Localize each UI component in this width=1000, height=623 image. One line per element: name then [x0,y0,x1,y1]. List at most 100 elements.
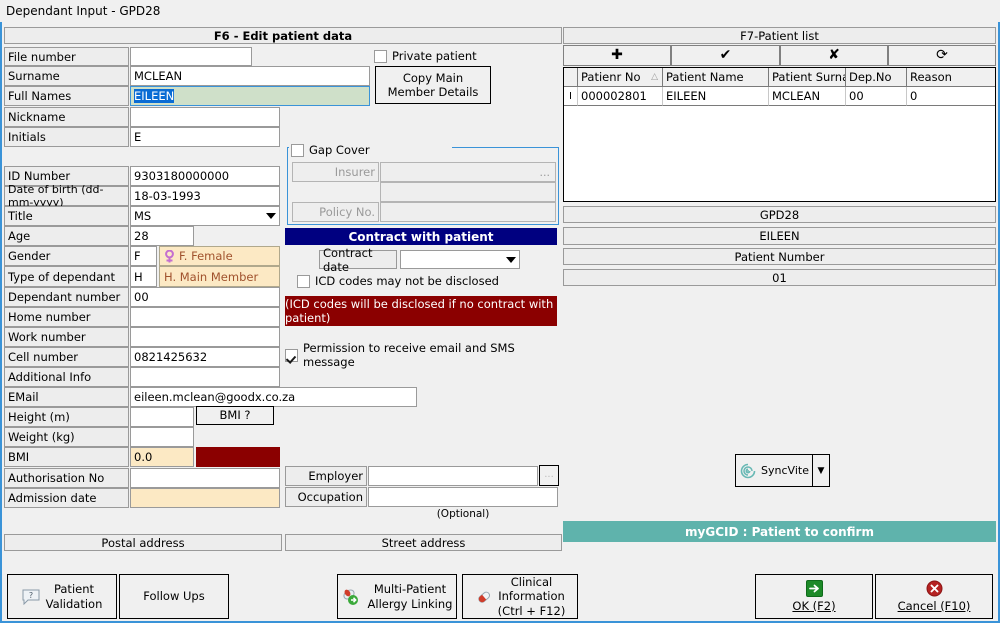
gap-cover-border-right-stub [452,147,559,148]
label-title: Title [4,206,129,226]
input-file-number[interactable] [130,47,252,66]
patient-list-add-button[interactable]: ✚ [563,45,671,66]
sort-ascending-icon: △ [651,72,658,82]
grid-header-marker [564,68,578,87]
follow-ups-button[interactable]: Follow Ups [119,574,229,619]
ok-button[interactable]: OK (F2) [755,574,873,619]
chevron-down-icon[interactable] [266,213,276,219]
permission-email-sms-checkbox[interactable]: Permission to receive email and SMS mess… [285,341,557,369]
input-nickname[interactable] [130,107,280,127]
label-email: EMail [4,387,129,407]
checkbox-icon[interactable] [374,49,387,63]
mygcid-status-bar: myGCID : Patient to confirm [563,521,996,542]
grid-cell-reason[interactable]: 0 [907,87,995,106]
clinical-information-button[interactable]: Clinical Information (Ctrl + F12) [462,574,578,619]
label-home-number: Home number [4,307,129,327]
grid-cell-patient-no[interactable]: 000002801 [578,87,663,106]
label-cell-number: Cell number [4,347,129,367]
svg-text:?: ? [28,591,32,600]
input-date-of-birth[interactable]: 18-03-1993 [130,186,280,206]
bmi-help-button[interactable]: BMI ? [196,406,274,425]
gap-cover-group [287,147,559,225]
clinical-info-line3: (Ctrl + F12) [497,603,566,618]
input-work-number[interactable] [130,327,280,347]
input-full-names[interactable]: EILEEN [130,86,370,106]
checkbox-icon[interactable] [291,143,304,157]
input-weight[interactable] [130,427,194,447]
grid-header-reason[interactable]: Reason [907,68,995,87]
gap-cover-checkbox[interactable]: Gap Cover [289,143,409,157]
combo-title[interactable]: MS [130,206,280,226]
label-nickname: Nickname [4,107,129,127]
female-symbol-icon [165,249,174,262]
label-id-number: ID Number [4,166,129,186]
grid-cell-patient-surname[interactable]: MCLEAN [769,87,846,106]
window-border-right [998,22,1000,623]
input-employer[interactable] [368,466,538,486]
input-cell-number[interactable]: 0821425632 [130,347,280,367]
capsule-icon [477,591,490,603]
patient-list-grid[interactable]: Patienr No △ Patient Name Patient Surnam… [563,67,996,202]
multi-patient-allergy-linking-button[interactable]: Multi-Patient Allergy Linking [337,574,457,619]
chevron-down-icon[interactable] [506,256,516,263]
input-initials[interactable]: E [130,127,280,147]
patient-validation-button[interactable]: ? Patient Validation [7,574,117,619]
syncvite-dropdown-button[interactable]: ▼ [813,454,830,487]
grid-header-patient-surname[interactable]: Patient Surnam [769,68,846,87]
insurer-browse-icon[interactable]: ... [539,166,551,179]
input-additional-info[interactable] [130,367,280,387]
input-occupation[interactable] [368,487,558,507]
input-home-number[interactable] [130,307,280,327]
copy-main-member-details-button[interactable]: Copy Main Member Details [375,66,491,104]
grid-header-patient-no[interactable]: Patienr No △ [578,68,663,87]
checkbox-checked-icon[interactable] [285,348,298,362]
label-dependant-number: Dependant number [4,287,129,307]
label-contract-date: Contract date [319,246,397,274]
patient-list-header: F7-Patient list [563,27,996,44]
patient-list-delete-button[interactable]: ✘ [780,45,888,66]
speech-question-icon: ? [22,589,40,605]
red-x-icon [926,580,942,597]
cancel-button-label: Cancel (F10) [897,598,971,613]
input-surname[interactable]: MCLEAN [130,66,370,86]
private-patient-label: Private patient [392,49,477,63]
employer-browse-button[interactable]: ... [539,465,559,486]
input-id-number[interactable]: 9303180000000 [130,166,280,186]
label-work-number: Work number [4,327,129,347]
cancel-button[interactable]: Cancel (F10) [875,574,993,619]
input-age[interactable]: 28 [130,226,194,246]
syncvite-button[interactable]: SyncVite [735,454,813,487]
label-date-of-birth: Date of birth (dd-mm-yyyy) [4,183,129,209]
patient-list-confirm-button[interactable]: ✔ [671,45,780,66]
icd-not-disclosed-checkbox[interactable]: ICD codes may not be disclosed [297,274,557,288]
input-height[interactable] [130,407,194,427]
checkbox-icon[interactable] [297,274,310,288]
contract-with-patient-header: Contract with patient [285,228,557,245]
input-dependant-number[interactable]: 00 [130,287,280,307]
info-bar-patient-number-label: Patient Number [563,248,996,265]
label-employer: Employer [285,466,367,486]
grid-header-dep-no[interactable]: Dep.No [846,68,907,87]
input-type-of-dependant-code[interactable]: H [130,266,157,287]
input-gender-code[interactable]: F [130,246,157,266]
private-patient-checkbox[interactable]: Private patient [374,49,544,63]
patient-list-refresh-button[interactable]: ⟳ [888,45,996,66]
label-policy-no: Policy No. [292,202,379,222]
label-file-number: File number [4,47,129,66]
grid-cell-dep-no[interactable]: 00 [846,87,907,106]
label-weight: Weight (kg) [4,427,129,447]
grid-row-marker: I [564,87,578,106]
grid-cell-patient-name[interactable]: EILEEN [663,87,769,106]
label-bmi: BMI [4,447,129,467]
combo-contract-date[interactable] [400,250,520,269]
syncvite-spiral-icon [740,463,756,478]
input-admission-date[interactable] [130,488,280,508]
input-full-names-value: EILEEN [134,89,175,103]
input-authorisation-no[interactable] [130,468,280,488]
window-border-bottom [0,621,1000,623]
input-email[interactable]: eileen.mclean@goodx.co.za [130,387,417,407]
label-authorisation-no: Authorisation No [4,468,129,488]
postal-address-header: Postal address [4,534,282,551]
green-arrow-icon [805,579,823,597]
grid-header-patient-name[interactable]: Patient Name [663,68,769,87]
